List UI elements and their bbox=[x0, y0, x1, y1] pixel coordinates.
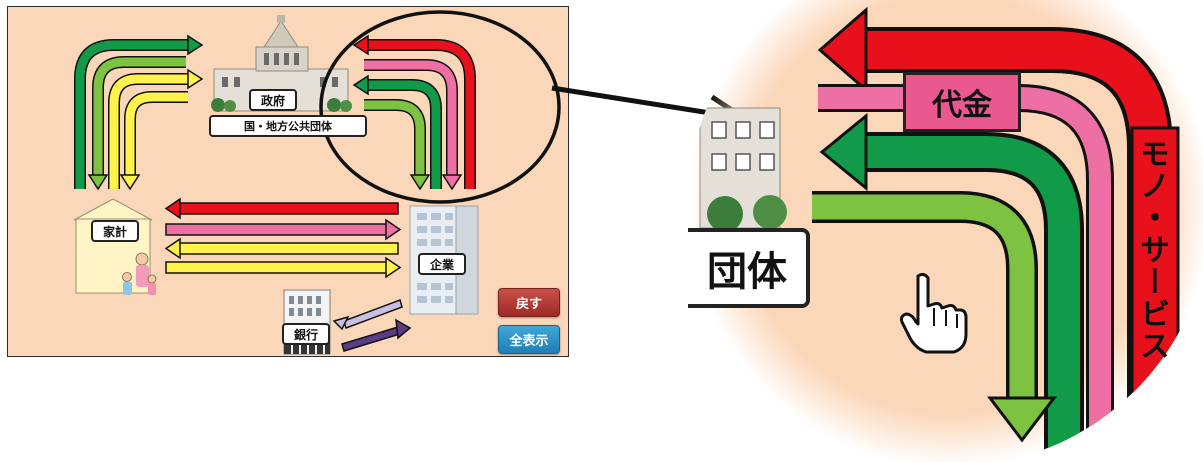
government-sublabel: 国・地方公共団体 bbox=[209, 115, 367, 137]
family-icon bbox=[122, 252, 157, 295]
firm-label[interactable]: 企業 bbox=[418, 253, 466, 275]
zoom-building-icon bbox=[699, 107, 787, 232]
zoom-pink-arrow bbox=[818, 87, 1111, 462]
zoom-red-arrowhead bbox=[817, 6, 868, 94]
arrowhead bbox=[119, 174, 141, 191]
arrowhead bbox=[187, 34, 204, 56]
government-label[interactable]: 政府 bbox=[249, 89, 297, 111]
show-all-button[interactable]: 全表示 bbox=[498, 325, 560, 354]
zoom-light-green-arrow bbox=[812, 194, 1035, 400]
arrowhead bbox=[187, 68, 204, 90]
right-arrows bbox=[352, 34, 476, 191]
zoom-light-green-arrowhead bbox=[986, 396, 1058, 443]
left-arrows bbox=[74, 34, 204, 191]
hand-cursor-icon bbox=[900, 272, 968, 354]
arrowhead bbox=[441, 174, 463, 191]
bank-arrows bbox=[332, 299, 412, 352]
zoom-price-label: 代金 bbox=[903, 72, 1021, 132]
bank-label[interactable]: 銀行 bbox=[282, 323, 330, 345]
middle-arrows bbox=[164, 197, 402, 279]
arrowhead bbox=[409, 174, 431, 191]
household-label[interactable]: 家計 bbox=[91, 220, 139, 242]
arrowhead bbox=[352, 74, 369, 96]
zoom-green-arrowhead bbox=[819, 112, 868, 192]
diagram-screen: 政府 国・地方公共団体 家計 企業 銀行 戻す 全表示 bbox=[7, 6, 569, 357]
zoom-green-arrow bbox=[858, 136, 1080, 462]
back-button[interactable]: 戻す bbox=[498, 288, 560, 317]
zoom-goods-label: モノ・サービス bbox=[1134, 138, 1169, 362]
arrowhead bbox=[352, 34, 369, 56]
zoom-government-label: 団体 bbox=[688, 228, 810, 308]
arrowhead bbox=[87, 174, 109, 191]
